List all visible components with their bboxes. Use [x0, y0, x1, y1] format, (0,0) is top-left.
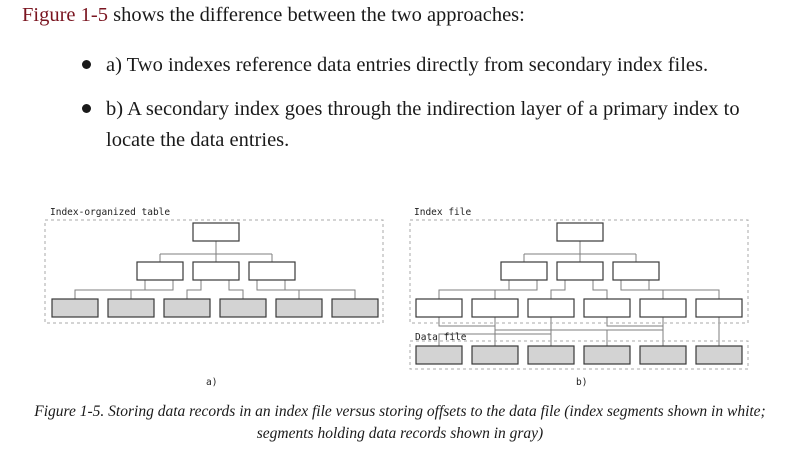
offset-connector: [606, 317, 664, 346]
leaf-index-node: [695, 298, 743, 318]
left-diagram-label: a): [206, 377, 217, 388]
bullet-icon: [82, 60, 91, 69]
leaf-index-node: [471, 298, 519, 318]
leaf-connector: [284, 280, 356, 299]
data-record-node: [415, 345, 463, 365]
root-connector: [159, 241, 273, 262]
leaf-data-node: [219, 298, 267, 318]
bullet-icon: [82, 104, 91, 113]
right-diagram-label: b): [576, 377, 587, 388]
list-item-text: a) Two indexes reference data entries di…: [106, 54, 709, 76]
figure-caption: Figure 1-5. Storing data records in an i…: [34, 403, 766, 442]
offset-connector: [438, 317, 552, 346]
leaf-connector: [494, 280, 538, 299]
leaf-data-node: [331, 298, 379, 318]
right-diagram-title: Index file: [414, 207, 471, 218]
leaf-data-node: [275, 298, 323, 318]
index-comparison-diagram: Index-organized table Index file Data fi…: [44, 207, 749, 388]
data-file-label: Data file: [415, 332, 467, 343]
internal-index-node: [192, 261, 240, 281]
internal-index-node: [556, 261, 604, 281]
leaf-connector: [648, 280, 720, 299]
leaf-connector: [186, 280, 202, 299]
leaf-connector: [256, 280, 300, 299]
root-index-node: [556, 222, 604, 242]
internal-index-node: [500, 261, 548, 281]
leaf-connector: [592, 280, 608, 299]
leaf-data-node: [163, 298, 211, 318]
data-record-node: [583, 345, 631, 365]
leaf-connector: [228, 280, 244, 299]
root-index-node: [192, 222, 240, 242]
list-item-approach-b: b) A secondary index goes through the in…: [80, 94, 780, 156]
connector-lines: [74, 241, 720, 346]
internal-index-node: [248, 261, 296, 281]
leaf-index-node: [639, 298, 687, 318]
leaf-data-node: [107, 298, 155, 318]
internal-index-node: [612, 261, 660, 281]
data-record-node: [639, 345, 687, 365]
leaf-connector: [620, 280, 664, 299]
data-record-node: [695, 345, 743, 365]
leaf-index-node: [527, 298, 575, 318]
diagram-boxes: [44, 219, 749, 370]
intro-sentence: Figure 1-5 shows the difference between …: [22, 4, 525, 27]
figure-reference-link[interactable]: Figure 1-5: [22, 4, 108, 26]
leaf-connector: [438, 280, 510, 299]
data-file-frame: [409, 340, 749, 370]
leaf-connector: [550, 280, 566, 299]
offset-connector: [550, 317, 664, 346]
leaf-connector: [130, 280, 174, 299]
data-record-node: [527, 345, 575, 365]
intro-text: shows the difference between the two app…: [107, 4, 525, 26]
root-connector: [523, 241, 637, 262]
leaf-index-node: [583, 298, 631, 318]
list-item-approach-a: a) Two indexes reference data entries di…: [80, 50, 780, 81]
index-file-frame: [409, 219, 749, 324]
internal-index-node: [136, 261, 184, 281]
offset-connector: [438, 317, 496, 346]
leaf-connector: [74, 280, 146, 299]
list-item-text: b) A secondary index goes through the in…: [106, 98, 740, 151]
data-record-node: [471, 345, 519, 365]
index-organized-table-frame: [44, 219, 384, 324]
left-diagram-title: Index-organized table: [50, 207, 170, 218]
leaf-index-node: [415, 298, 463, 318]
approach-list: a) Two indexes reference data entries di…: [80, 50, 780, 169]
leaf-data-node: [51, 298, 99, 318]
